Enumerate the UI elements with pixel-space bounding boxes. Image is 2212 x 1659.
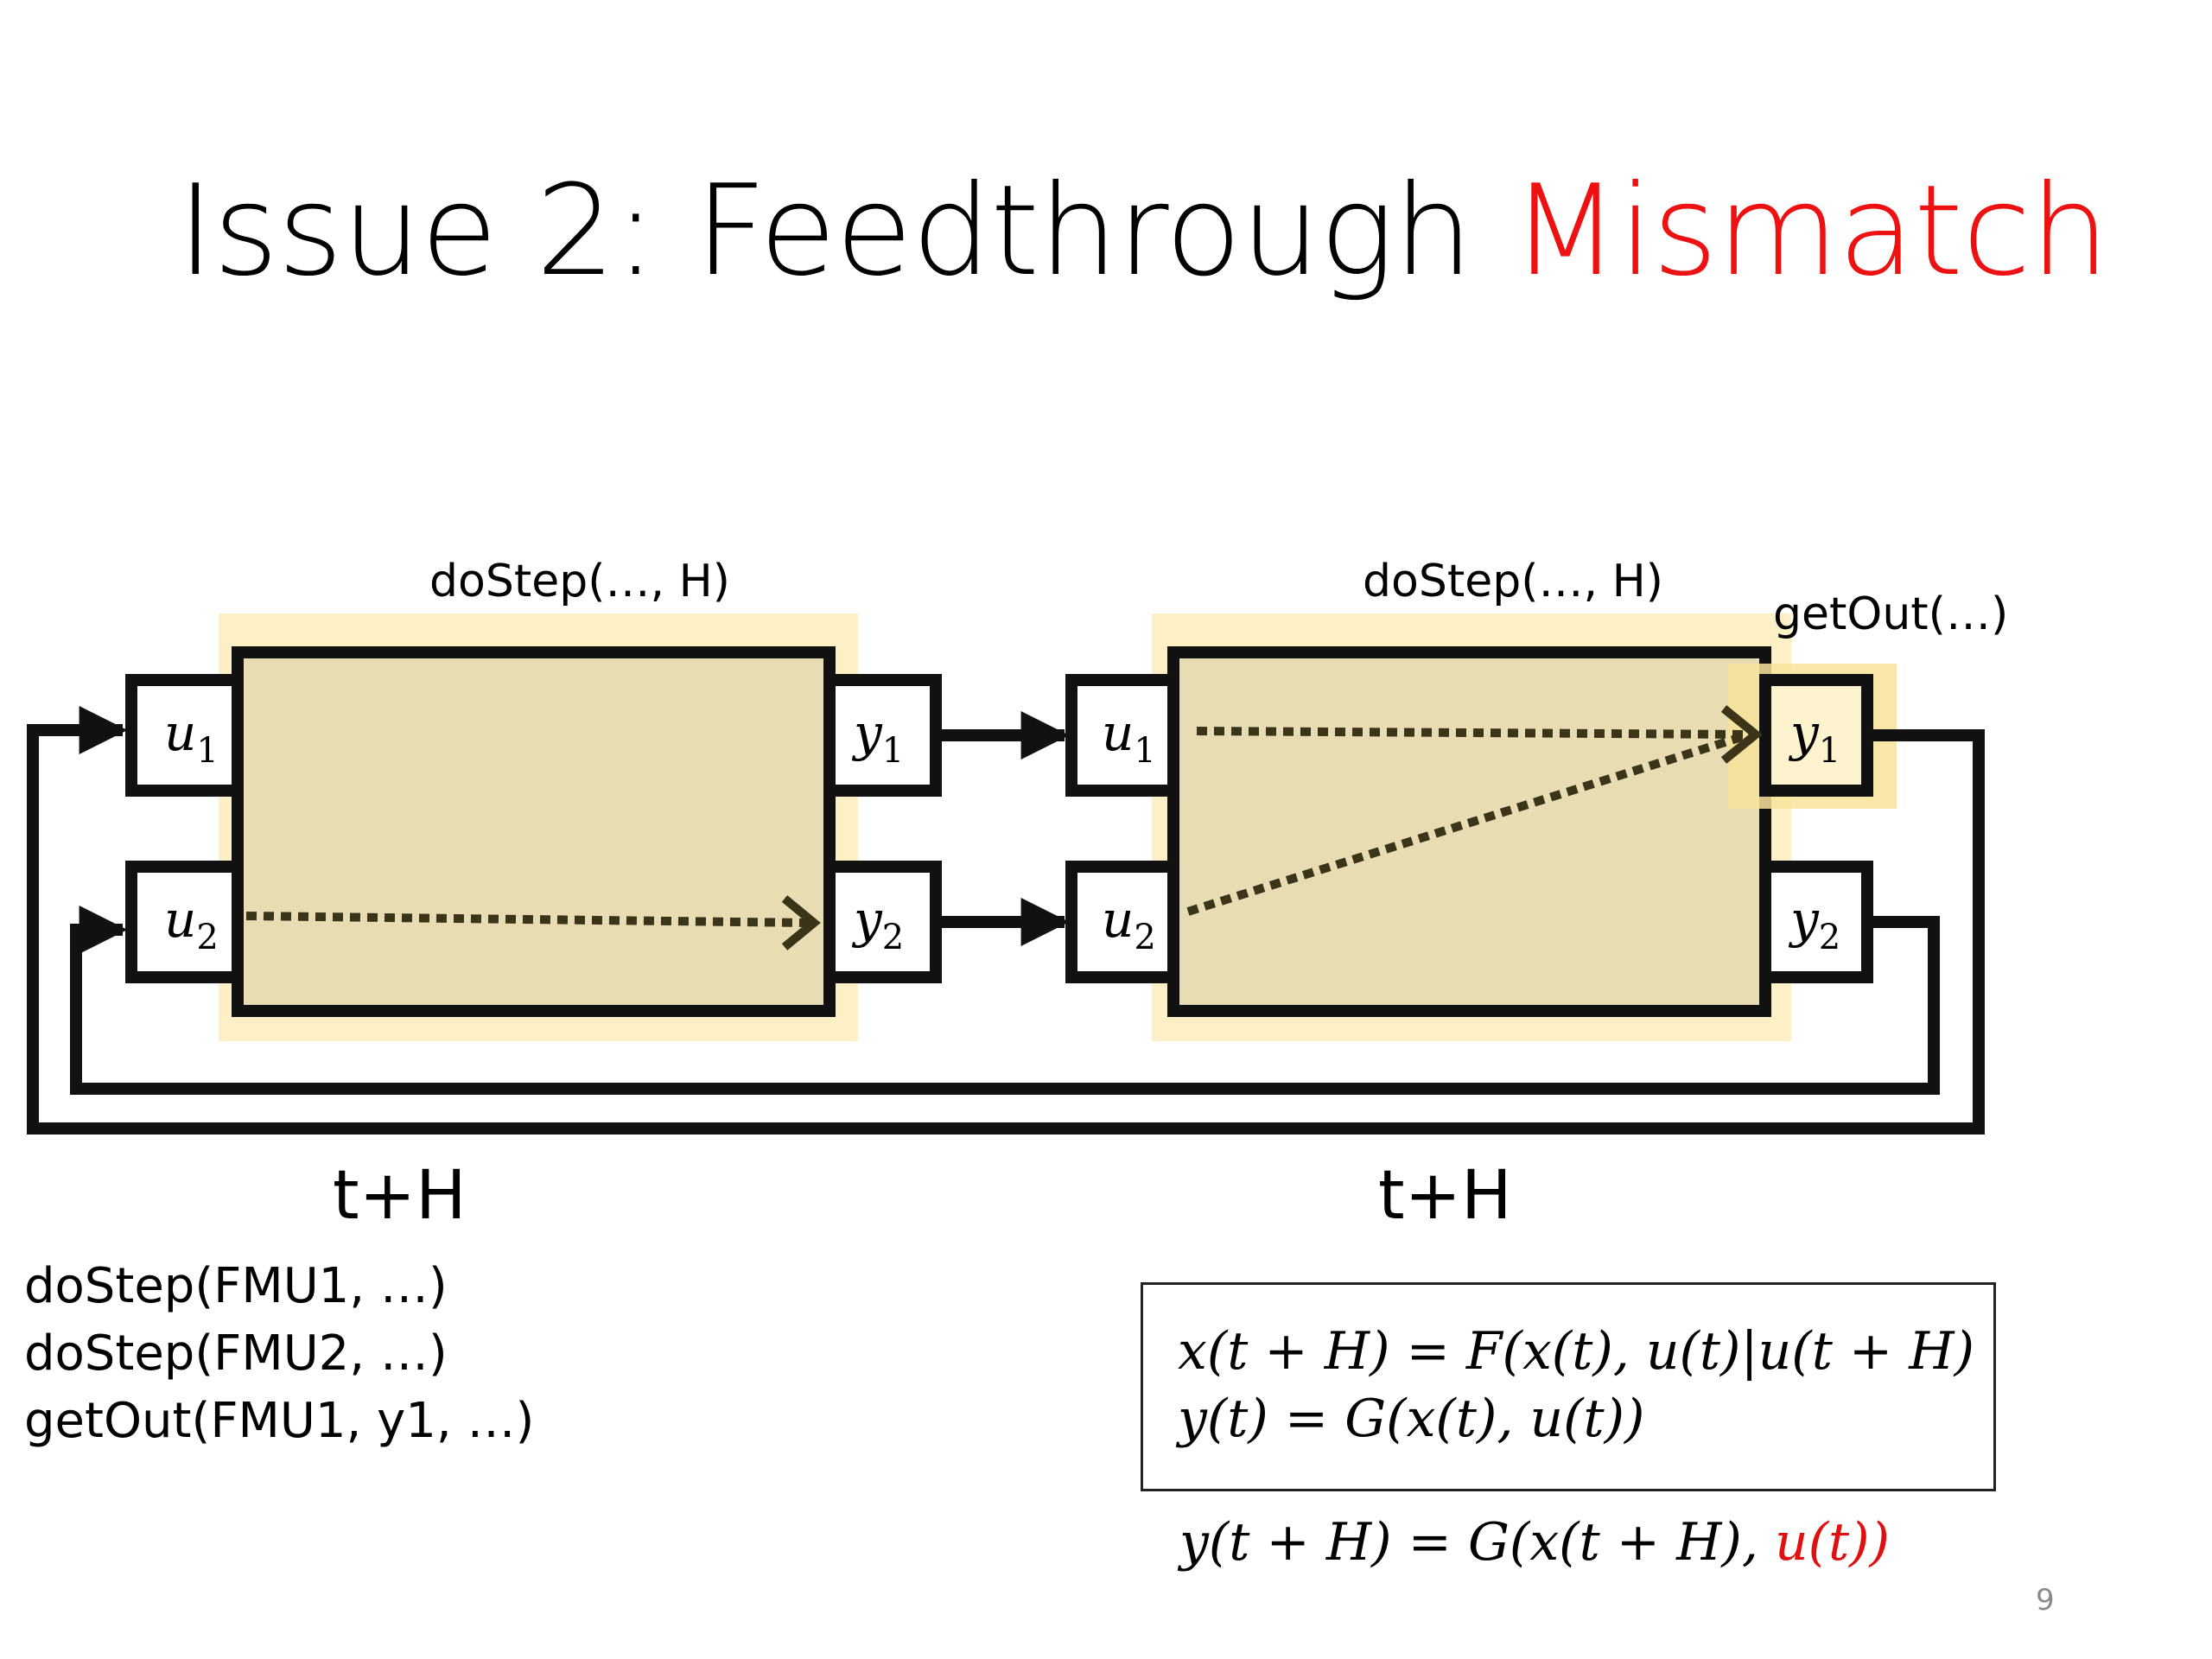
fmu1-port-y2 bbox=[823, 861, 942, 983]
fmu2-port-y1 bbox=[1759, 674, 1873, 797]
fmu1-port-u2 bbox=[125, 861, 244, 983]
fmu1-u2-label: u2 bbox=[164, 890, 219, 957]
fmu2-port-u1 bbox=[1065, 674, 1179, 797]
fmu2-dostep-label: doStep(…, H) bbox=[1363, 556, 1663, 607]
fmu2-u1-label: u1 bbox=[1102, 703, 1156, 771]
fmu1-feedthrough-arrow bbox=[245, 912, 809, 927]
fmu2-port-u2 bbox=[1065, 861, 1179, 983]
title-accent: Mismatch bbox=[1510, 158, 2110, 304]
fmu1-box bbox=[232, 646, 836, 1017]
feedback-y1-to-u1 bbox=[27, 706, 1985, 1135]
call-sequence-line: doStep(FMU2, …) bbox=[24, 1325, 448, 1382]
mismatch-equation-highlight: u(t)) bbox=[1774, 1512, 1890, 1573]
fmu1-y1-label: y1 bbox=[851, 703, 904, 771]
fmu2-time-label: t+H bbox=[1378, 1157, 1512, 1235]
fmu2-y1-arrowhead bbox=[1720, 705, 1763, 764]
fmu1-dostep-label: doStep(…, H) bbox=[429, 556, 730, 607]
fmu1-port-u1 bbox=[125, 674, 244, 797]
output-equation: y(t) = G(x(t), u(t)) bbox=[1178, 1389, 1645, 1449]
mismatch-equation: y(t + H) = G(x(t + H), u(t)) bbox=[1179, 1512, 1890, 1573]
slide-title: Issue 2: Feedthrough Mismatch bbox=[177, 168, 2109, 294]
fmu2-u2-y1-arrow bbox=[1186, 730, 1751, 916]
fmu1-port-y1 bbox=[823, 674, 942, 797]
fmu2-y2-label: y2 bbox=[1788, 890, 1840, 957]
mismatch-equation-main: y(t + H) = G(x(t + H), bbox=[1179, 1512, 1775, 1573]
fmu2-y1-label: y1 bbox=[1788, 703, 1840, 771]
call-sequence-line: doStep(FMU1, …) bbox=[24, 1258, 448, 1314]
fmu1-time-label: t+H bbox=[333, 1157, 467, 1235]
fmu2-u1-y1-arrow bbox=[1196, 727, 1746, 739]
feedback-y2-to-u2 bbox=[70, 906, 1940, 1095]
fmu2-getout-label: getOut(…) bbox=[1773, 588, 2008, 640]
page-number: 9 bbox=[2036, 1583, 2055, 1618]
fmu2-u2-label: u2 bbox=[1102, 890, 1156, 957]
fmu2-box bbox=[1167, 646, 1771, 1017]
state-update-equation: x(t + H) = F(x(t), u(t)|u(t + H) bbox=[1178, 1321, 1974, 1382]
call-sequence-line: getOut(FMU1, y1, …) bbox=[24, 1393, 535, 1449]
fmu1-y2-label: y2 bbox=[851, 890, 904, 957]
fmu1-feedthrough-arrowhead bbox=[781, 895, 821, 950]
equation-box: x(t + H) = F(x(t), u(t)|u(t + H) y(t) = … bbox=[1141, 1282, 1996, 1491]
fmu1-u1-label: u1 bbox=[164, 703, 219, 771]
title-main: Issue 2: Feedthrough bbox=[177, 158, 1511, 304]
call-sequence: doStep(FMU1, …) doStep(FMU2, …) getOut(F… bbox=[24, 1253, 534, 1455]
